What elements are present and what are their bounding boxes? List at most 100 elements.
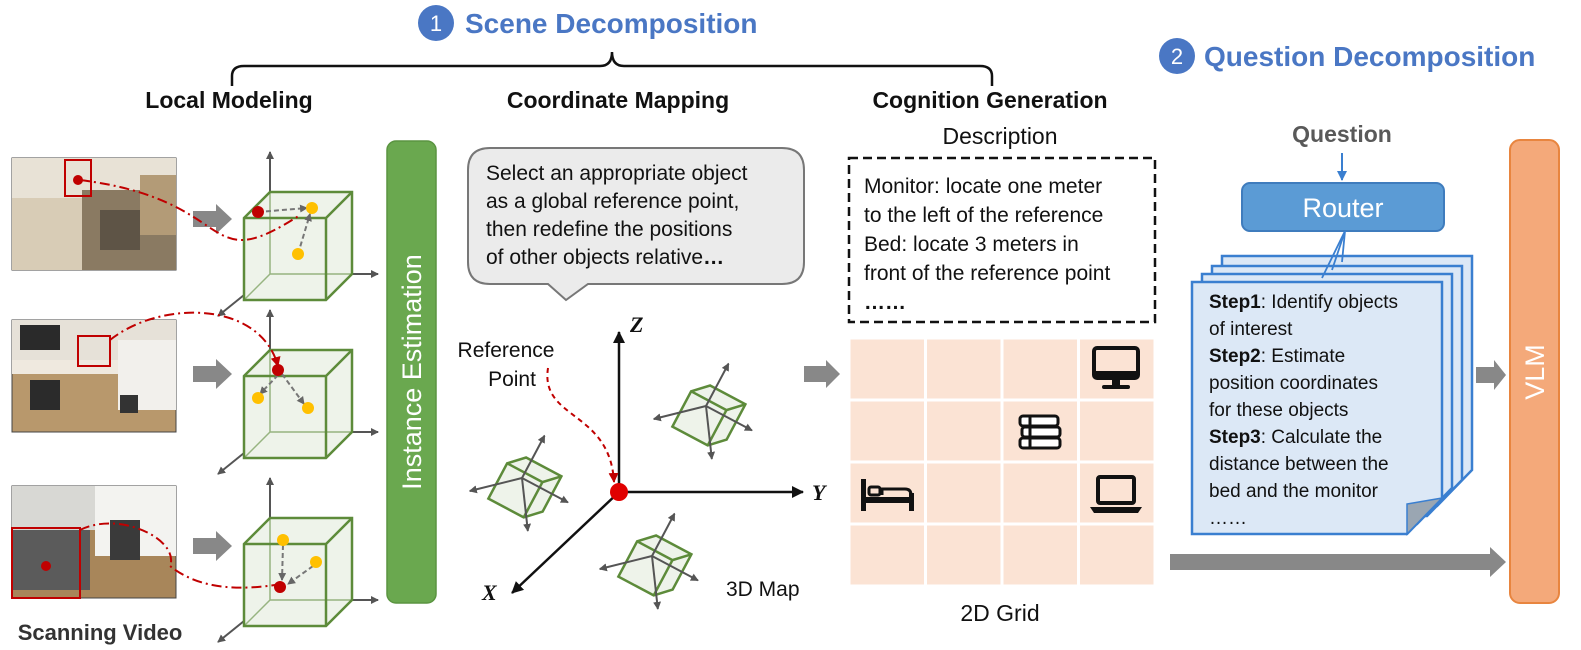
cube-edge xyxy=(244,517,353,626)
grid-cell xyxy=(924,460,1004,526)
cube-axis xyxy=(705,362,730,407)
question-label: Question xyxy=(1292,121,1392,147)
vlm-label: VLM xyxy=(1520,344,1550,400)
monitor-icon xyxy=(1092,346,1140,389)
steps-text: Step1: Identify objects of interest Step… xyxy=(1209,292,1398,529)
bed-icon xyxy=(861,479,914,511)
callout-line-1: Select an appropriate object xyxy=(486,162,748,185)
grid-cell xyxy=(1000,522,1080,588)
grid-cell xyxy=(924,522,1004,588)
description-line-2: to the left of the reference xyxy=(864,204,1103,227)
cube-axis xyxy=(652,405,707,422)
router-label: Router xyxy=(1302,193,1383,223)
relation-arrow xyxy=(257,204,308,213)
vlm-block: VLM xyxy=(1509,139,1560,604)
grid-cell xyxy=(847,336,927,402)
grid-cell xyxy=(1077,460,1157,526)
grid-cell xyxy=(1077,336,1157,402)
object-point xyxy=(306,202,318,214)
scene-title: Scene Decomposition xyxy=(465,8,758,39)
question-num: 2 xyxy=(1171,44,1183,69)
grid-cell xyxy=(924,398,1004,464)
description-line-3: Bed: locate 3 meters in xyxy=(864,233,1079,256)
callout-line-4: of other objects relative… xyxy=(486,246,724,269)
local-cube-3 xyxy=(217,477,379,643)
video-frame-1 xyxy=(11,157,177,271)
callout-line-3: then redefine the positions xyxy=(486,218,732,241)
axis-x-label: X xyxy=(481,580,498,605)
description-ellipsis: …… xyxy=(864,291,906,314)
grid-cell xyxy=(847,522,927,588)
callout-line-2: as a global reference point, xyxy=(486,190,739,213)
grid-cell xyxy=(1000,336,1080,402)
axis-y-label: Y xyxy=(812,480,828,505)
description-line-4: front of the reference point xyxy=(864,262,1110,285)
cube-edge xyxy=(244,349,353,458)
reference-label-line-2: Point xyxy=(488,368,536,391)
description-box xyxy=(847,156,1157,324)
object-point xyxy=(252,392,264,404)
local-cube-2 xyxy=(217,309,379,475)
grid-cell xyxy=(1077,398,1157,464)
object-point xyxy=(292,248,304,260)
map-object-cubes xyxy=(468,362,753,610)
router-fan-lines xyxy=(1321,230,1346,279)
step-number-badge xyxy=(1159,38,1195,74)
grid-cell xyxy=(1000,460,1080,526)
local-modeling-cubes xyxy=(217,151,379,643)
cube-body xyxy=(616,534,694,597)
anchor-point xyxy=(252,206,264,218)
cube-hidden-edge xyxy=(243,192,352,301)
axis-z-label: Z xyxy=(629,312,643,337)
map-cube-2 xyxy=(652,362,753,460)
map-cube-3 xyxy=(598,512,699,610)
grid-cell xyxy=(847,460,927,526)
cube-axis xyxy=(521,434,546,479)
object-point xyxy=(310,556,322,568)
reference-point-dot xyxy=(610,483,628,501)
step2-line-2: position coordinates xyxy=(1209,373,1378,394)
relation-arrow xyxy=(278,544,287,581)
reference-callout: Select an appropriate object as a global… xyxy=(467,147,805,302)
cube-hidden-edge xyxy=(243,350,352,459)
step2-line-1: Step2: Estimate xyxy=(1209,346,1345,367)
step-number-badge xyxy=(418,5,454,41)
anchor-point xyxy=(272,364,284,376)
cube-hidden-edge xyxy=(243,518,352,627)
step2-line-3: for these objects xyxy=(1209,400,1348,421)
video-frame-3 xyxy=(11,485,177,599)
steps-ellipsis: …… xyxy=(1209,508,1247,529)
cognition-generation-heading: Cognition Generation xyxy=(872,87,1107,113)
scene-brace xyxy=(230,51,994,86)
relation-arrow xyxy=(287,565,314,585)
step3-line-1: Step3: Calculate the xyxy=(1209,427,1382,448)
cube-axis xyxy=(651,512,676,557)
cube-axis xyxy=(705,405,716,460)
step3-line-3: bed and the monitor xyxy=(1209,481,1379,502)
object-point xyxy=(302,402,314,414)
laptop-icon xyxy=(1090,475,1142,513)
map-to-grid-arrow xyxy=(804,360,840,388)
books-icon xyxy=(1018,414,1062,450)
cube-edge xyxy=(244,191,353,300)
cube-axis xyxy=(651,555,662,610)
step3-line-2: distance between the xyxy=(1209,454,1389,475)
question-title: Question Decomposition xyxy=(1204,41,1535,72)
router-block: Router xyxy=(1241,182,1445,232)
video-frame-2 xyxy=(11,319,177,433)
cube-axis xyxy=(521,477,569,504)
local-modeling-heading: Local Modeling xyxy=(145,87,312,113)
cube-axis xyxy=(651,555,699,582)
cube-axis xyxy=(705,405,753,432)
relation-arrow xyxy=(281,373,305,405)
map-label: 3D Map xyxy=(726,578,800,601)
step1-line-2: of interest xyxy=(1209,319,1293,340)
cube-body xyxy=(670,384,748,447)
cube-body xyxy=(486,456,564,519)
cube-axis xyxy=(598,555,653,572)
steps-to-vlm-arrow xyxy=(1476,360,1506,390)
grid-label: 2D Grid xyxy=(960,600,1039,626)
cube-axis xyxy=(521,477,532,532)
grid-to-vlm-arrow xyxy=(1170,547,1506,577)
reference-pointer xyxy=(546,367,619,483)
